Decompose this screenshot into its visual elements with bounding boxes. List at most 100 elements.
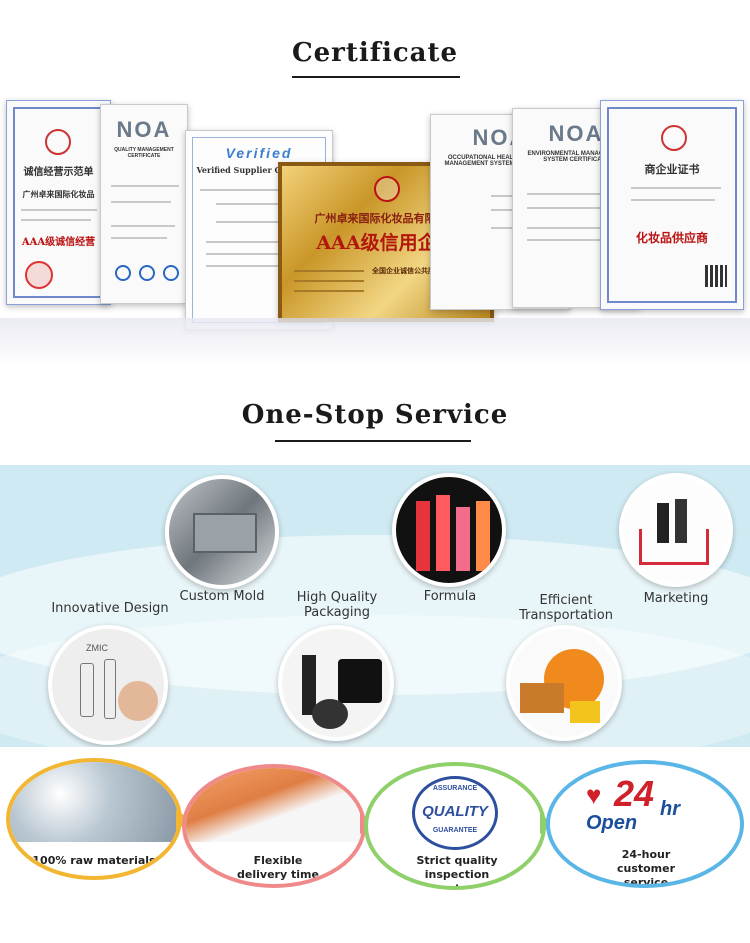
- service-label-custom-mold: Custom Mold: [179, 589, 265, 604]
- text-line: [111, 185, 179, 187]
- qr-code-icon: [705, 265, 727, 287]
- certificate-reflection: [0, 318, 750, 365]
- service-title: One-Stop Service: [241, 400, 509, 430]
- text-line: [21, 209, 97, 211]
- noa-logo: NOA: [116, 117, 172, 142]
- forklift-icon: [570, 701, 600, 723]
- lipstick-red-icon: [416, 501, 430, 571]
- lipstick-red-icon: [456, 507, 470, 571]
- text-line: [527, 239, 607, 241]
- delivery-line-image: [186, 768, 362, 842]
- transportation-image[interactable]: [506, 625, 622, 741]
- badge-open-text: Open: [586, 812, 638, 834]
- service-label-innovative-design: Innovative Design: [51, 601, 169, 616]
- text-line: [216, 221, 300, 223]
- seal-icon: [45, 129, 71, 155]
- feature-bubbles: 100% raw materials Flexible delivery tim…: [0, 750, 750, 943]
- text-line: [631, 187, 721, 189]
- text-line: [111, 225, 175, 227]
- text-line: [111, 237, 167, 239]
- service-label-efficient-transportation: Efficient Transportation: [519, 593, 613, 623]
- certificate-company: 广州卓来国际化妆品: [22, 189, 95, 199]
- certificate-platform: 全国企业诚信公共服务平台: [372, 266, 456, 275]
- flexible-delivery-bubble[interactable]: Flexible delivery time: [182, 764, 366, 888]
- text-line: [294, 270, 364, 272]
- certificate-rating: 化妆品供应商: [635, 231, 708, 245]
- text-line: [294, 280, 364, 282]
- text-line: [200, 189, 318, 191]
- text-line: [294, 290, 364, 292]
- packaging-image[interactable]: [278, 625, 394, 741]
- service-title-underline: [275, 440, 471, 442]
- badge-icon: [163, 265, 179, 281]
- lipstick-box-icon: [657, 503, 669, 543]
- certificate-company: 广州卓来国际化妆品有限公司: [314, 212, 458, 225]
- badge-bottom-text: GUARANTEE: [432, 827, 478, 834]
- bubble-label-quality-inspection: Strict quality inspection system: [416, 854, 498, 890]
- quality-inspection-bubble[interactable]: ASSURANCE QUALITY GUARANTEE Strict quali…: [364, 762, 546, 890]
- certificate-header: 商企业证书: [644, 163, 700, 176]
- heart-icon: ♥: [586, 780, 602, 810]
- raw-materials-bubble[interactable]: 100% raw materials: [6, 758, 182, 880]
- marketing-image[interactable]: [619, 473, 733, 587]
- raw-materials-image: [10, 762, 178, 842]
- container-icon: [520, 683, 564, 713]
- hand-pen-icon: [118, 681, 158, 721]
- badge-icon: [115, 265, 131, 281]
- design-sketch-text: ZMIC: [86, 643, 108, 653]
- quality-badge-icon: ASSURANCE QUALITY GUARANTEE: [412, 776, 498, 850]
- certificate-rating: AAA级信用企业: [316, 232, 456, 254]
- sketch-bottle-icon: [80, 663, 94, 717]
- certificate-card-2[interactable]: NOA QUALITY MANAGEMENT CERTIFICATE: [100, 104, 188, 304]
- lipstick-tube-icon: [302, 655, 316, 715]
- compact-case-icon: [338, 659, 382, 703]
- certificate-card-1[interactable]: 诚信经营示范单 广州卓来国际化妆品 AAA级诚信经营: [6, 100, 111, 305]
- innovative-design-image[interactable]: ZMIC: [48, 625, 168, 745]
- text-line: [206, 265, 306, 267]
- noa-logo: NOA: [548, 121, 604, 146]
- badge-icon: [139, 265, 155, 281]
- certificate-card-7[interactable]: 商企业证书 化妆品供应商: [600, 100, 744, 310]
- certificate-heading: QUALITY MANAGEMENT CERTIFICATE: [114, 147, 174, 159]
- certificate-frame: [607, 107, 737, 303]
- badge-top-text: ASSURANCE: [432, 785, 478, 792]
- text-line: [111, 201, 171, 203]
- stamp-icon: [25, 261, 53, 289]
- customer-service-bubble[interactable]: ♥ 24 Open hr 24-hour customer service: [546, 760, 744, 888]
- certificate-rating: AAA级诚信经营: [21, 237, 96, 248]
- text-line: [216, 203, 306, 205]
- seal-icon: [374, 176, 400, 202]
- text-line: [206, 253, 306, 255]
- service-label-marketing: Marketing: [643, 591, 709, 606]
- bubble-label-raw-materials: 100% raw materials: [32, 854, 156, 867]
- certificate-heading: OCCUPATIONAL HEALTH & SAFETY MANAGEMENT …: [444, 155, 556, 167]
- bubble-label-flexible-delivery: Flexible delivery time: [237, 854, 319, 881]
- seal-icon: [661, 125, 687, 151]
- mold-block-icon: [193, 513, 257, 553]
- text-line: [206, 241, 306, 243]
- service-label-formula: Formula: [423, 589, 477, 604]
- text-line: [527, 193, 627, 195]
- powder-puff-icon: [312, 699, 348, 729]
- certificate-title: Certificate: [291, 38, 459, 68]
- certificate-heading: ENVIRONMENTAL MANAGEMENT SYSTEM CERTIFIC…: [527, 151, 625, 163]
- badge-hr-text: hr: [660, 798, 680, 820]
- service-label-high-quality-packaging: High Quality Packaging: [296, 590, 378, 620]
- text-line: [527, 207, 617, 209]
- badge-24-text: 24: [614, 773, 655, 814]
- bubble-label-customer-service: 24-hour customer service: [616, 848, 676, 888]
- lipstick-box-icon: [675, 499, 687, 543]
- certificate-header: 诚信经营示范单: [23, 167, 94, 178]
- text-line: [527, 227, 623, 229]
- certificate-title-underline: [292, 76, 460, 78]
- verified-logo: Verified: [225, 145, 293, 161]
- sketch-bottle-icon: [104, 659, 116, 719]
- badge-main-text: QUALITY: [422, 803, 488, 820]
- certificate-heading: Verified Supplier Certificate: [196, 165, 322, 175]
- text-line: [631, 199, 715, 201]
- lipstick-red-icon: [476, 501, 490, 571]
- custom-mold-image[interactable]: [165, 475, 279, 589]
- certificate-strip: 诚信经营示范单 广州卓来国际化妆品 AAA级诚信经营 NOA QUALITY M…: [0, 90, 750, 365]
- formula-image[interactable]: [392, 473, 506, 587]
- lipstick-red-icon: [436, 495, 450, 571]
